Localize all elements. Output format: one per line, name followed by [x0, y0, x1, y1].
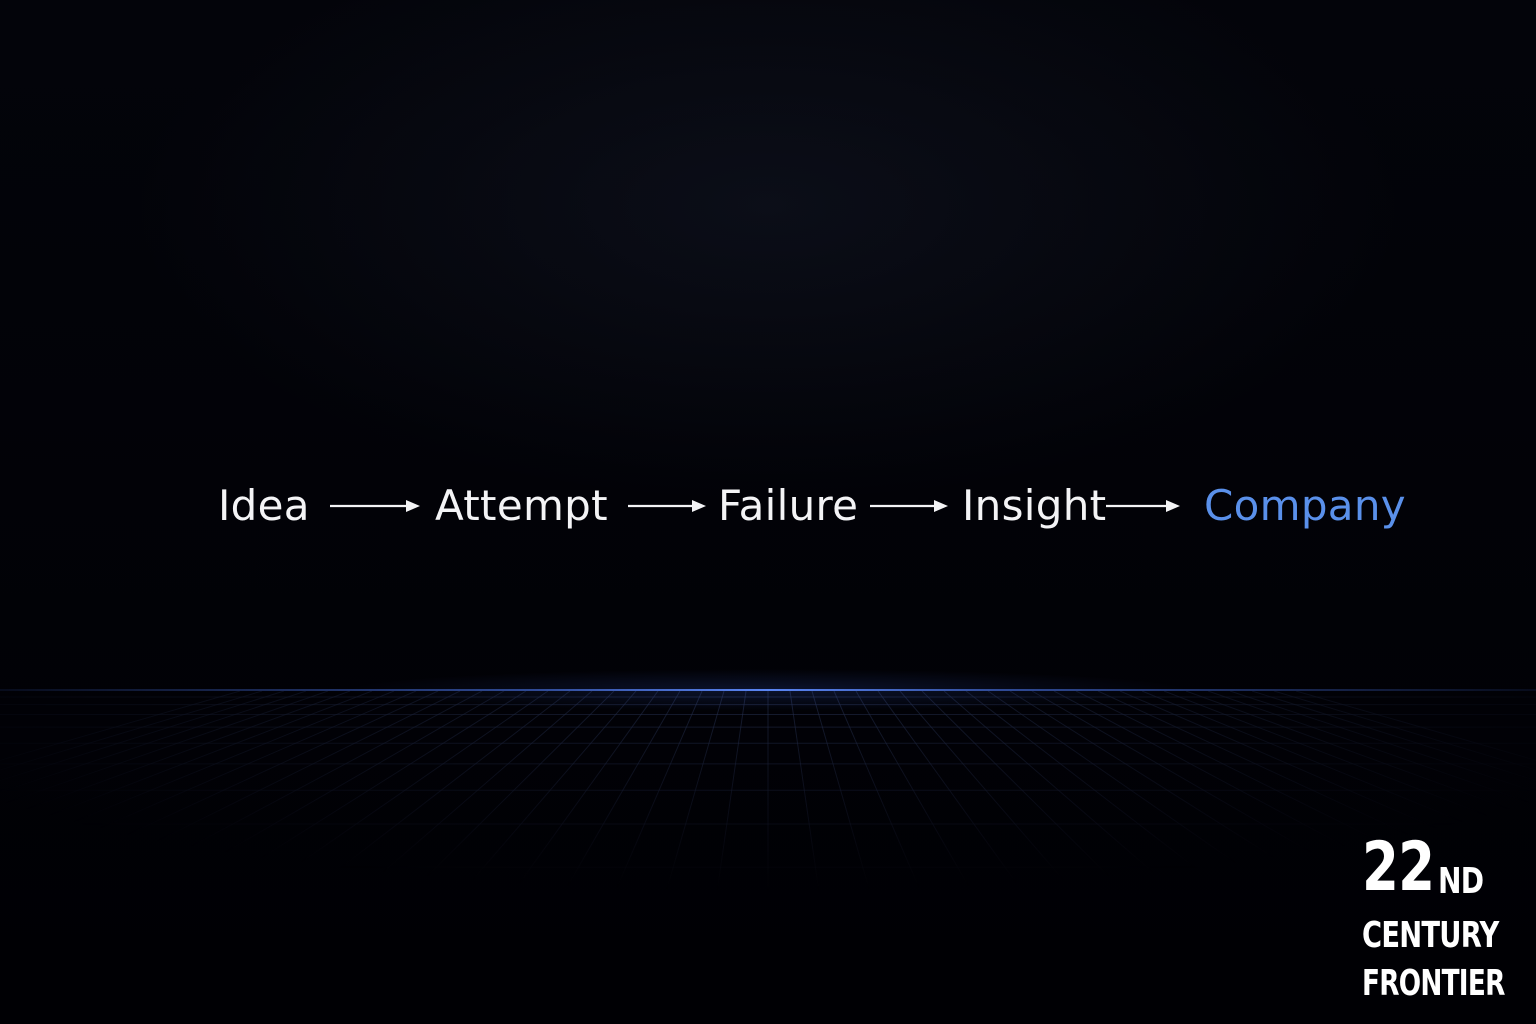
grid-line	[0, 691, 395, 853]
grid-line	[855, 691, 1049, 1024]
floor-grid	[0, 691, 1536, 1024]
arrow-right-icon	[330, 500, 420, 512]
step-failure: Failure	[718, 481, 859, 530]
grid-line	[1185, 691, 1536, 820]
grid-line	[1295, 691, 1536, 761]
grid-line	[1251, 691, 1536, 782]
grid-line	[987, 691, 1469, 1024]
grid-line	[943, 691, 1329, 1024]
grid-line	[207, 691, 593, 1024]
step-idea: Idea	[218, 481, 310, 530]
logo-word-frontier: FRONTIER	[1362, 963, 1505, 1004]
grid-line	[1163, 691, 1536, 835]
logo-word-century: CENTURY	[1362, 915, 1499, 956]
grid-line	[789, 691, 839, 1024]
grid-line	[0, 691, 329, 806]
grid-line	[0, 691, 461, 920]
arrow-right-icon	[870, 500, 948, 512]
grid-line	[1053, 691, 1536, 949]
grid-line	[0, 691, 373, 835]
grid-line	[697, 691, 747, 1024]
grid-line	[277, 691, 615, 1024]
grid-line	[811, 691, 909, 1024]
grid-line	[1031, 691, 1536, 983]
horizon-line	[0, 689, 1536, 691]
grid-line	[487, 691, 681, 1024]
grid-line	[417, 691, 659, 1024]
grid-line	[0, 691, 285, 782]
grid-line	[1097, 691, 1536, 895]
grid-line	[67, 691, 549, 1024]
grid-line	[921, 691, 1259, 1024]
grid-line	[557, 691, 703, 1024]
step-company: Company	[1204, 481, 1406, 530]
grid-line	[1273, 691, 1536, 771]
grid-line	[0, 691, 439, 895]
grid-line	[965, 691, 1399, 1024]
logo-number: 22	[1362, 828, 1435, 907]
arrow-right-icon	[628, 500, 706, 512]
grid-line	[1141, 691, 1536, 853]
grid-line	[1075, 691, 1536, 920]
grid-line	[0, 691, 263, 771]
grid-line	[0, 691, 483, 949]
grid-line	[0, 691, 351, 820]
grid-line	[347, 691, 637, 1024]
grid-line	[1207, 691, 1536, 806]
brand-logo: 22 ND CENTURY FRONTIER	[1362, 832, 1512, 1008]
grid-line	[0, 691, 307, 793]
grid-line	[1119, 691, 1536, 872]
grid-line	[0, 691, 527, 1024]
grid-line	[1229, 691, 1536, 793]
step-attempt: Attempt	[435, 481, 608, 530]
step-insight: Insight	[962, 481, 1107, 530]
grid-line	[627, 691, 725, 1024]
arrow-right-icon	[1106, 500, 1180, 512]
grid-line	[137, 691, 571, 1024]
grid-line	[833, 691, 979, 1024]
logo-suffix: ND	[1438, 861, 1484, 902]
grid-line	[1009, 691, 1536, 1024]
process-flow: Idea Attempt Failure Insight Company	[0, 476, 1536, 536]
grid-line	[877, 691, 1119, 1024]
grid-line	[899, 691, 1189, 1024]
grid-line	[0, 691, 505, 983]
grid-line	[0, 691, 241, 761]
grid-line	[0, 691, 417, 872]
